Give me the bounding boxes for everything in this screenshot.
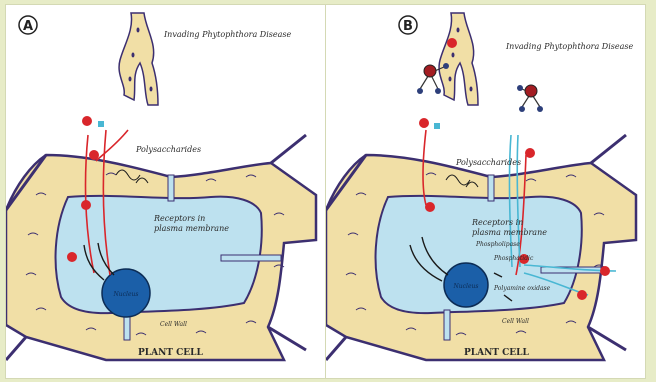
panel-letter: B <box>403 19 413 34</box>
plant-cell-label: PLANT CELL <box>138 348 203 358</box>
pathogen-hypha <box>439 13 478 105</box>
molecule-icon <box>517 85 543 112</box>
cell-wall-label: Cell Wall <box>160 321 187 328</box>
pathogen-hypha <box>119 13 158 105</box>
receptors-label-line-1: Receptors in <box>471 218 523 227</box>
receptors-label-line-2: plasma membrane <box>154 224 229 233</box>
plasmodesma-top <box>168 175 174 201</box>
plasmodesma-right <box>221 255 281 261</box>
receptors-label-line-1: Receptors in <box>153 214 205 223</box>
diagram-b: B Invading Phytophthora Disease Polysacc… <box>326 5 645 378</box>
pathogen-label: Invading Phytophthora Disease <box>505 42 633 51</box>
cell-wall-label: Cell Wall <box>502 318 529 325</box>
panel-b: B Invading Phytophthora Disease Polysacc… <box>325 4 646 379</box>
phospholipase-label: Phospholipase <box>475 241 520 248</box>
diagram-a: A Invading Phytophthora Disease Polysacc… <box>6 5 325 378</box>
elicitor-square <box>98 121 104 127</box>
receptors-label-line-2: plasma membrane <box>472 228 547 237</box>
phosphatidic-label: Phosphatidic <box>493 255 534 262</box>
panel-letter: A <box>23 19 33 34</box>
plant-cell-label: PLANT CELL <box>464 348 529 358</box>
nucleus-label: Nucleus <box>453 283 479 290</box>
elicitor-square <box>434 123 440 129</box>
polysaccharides-label: Polysaccharides <box>135 145 201 154</box>
panel-a: A Invading Phytophthora Disease Polysacc… <box>5 4 326 379</box>
polysaccharides-label: Polysaccharides <box>455 158 521 167</box>
polyamine-oxidase-label: Polyamine oxidase <box>493 285 551 292</box>
plasmodesma-top <box>488 175 494 201</box>
plasmodesma-bottom <box>444 310 450 340</box>
nucleus-label: Nucleus <box>113 291 139 298</box>
pathogen-label: Invading Phytophthora Disease <box>163 30 291 39</box>
